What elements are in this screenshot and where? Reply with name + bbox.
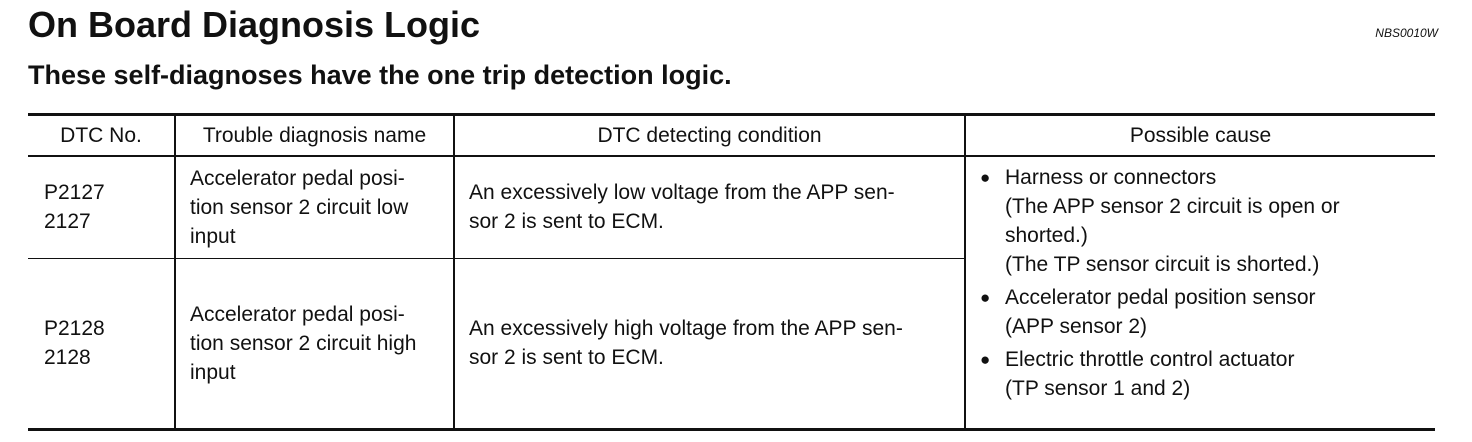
diagnosis-name-line: tion sensor 2 circuit high — [190, 331, 417, 355]
cause-line: Harness or connectors — [1005, 166, 1217, 189]
cause-item: ● Harness or connectors (The APP sensor … — [980, 163, 1429, 279]
dtc-cell: P2128 2128 — [28, 258, 175, 429]
diagnosis-name-line: Accelerator pedal posi- — [190, 166, 405, 190]
column-header-trouble-diagnosis-name: Trouble diagnosis name — [174, 114, 454, 156]
diagnosis-name-line: Accelerator pedal posi- — [190, 302, 405, 326]
condition-line: sor 2 is sent to ECM. — [469, 346, 664, 369]
page-subtitle: These self-diagnoses have the one trip d… — [28, 60, 732, 90]
bullet-icon: ● — [980, 288, 991, 307]
dtc-code-alt: 2127 — [44, 210, 91, 234]
dtc-code: P2127 — [44, 181, 105, 205]
diagnosis-name-line: tion sensor 2 circuit low — [190, 195, 409, 219]
table-header-row: DTC No. Trouble diagnosis name DTC detec… — [28, 114, 1435, 156]
dtc-code: P2128 — [44, 317, 105, 340]
cause-line: (APP sensor 2) — [1005, 315, 1148, 338]
cause-line: Accelerator pedal position sensor — [1005, 286, 1316, 309]
cause-line: (TP sensor 1 and 2) — [1005, 377, 1191, 400]
condition-line: An excessively low voltage from the APP … — [469, 181, 895, 205]
bullet-icon: ● — [980, 350, 991, 369]
dtc-cell: P2127 2127 — [28, 156, 175, 258]
table-row: P2127 2127 Accelerator pedal posi- tion … — [28, 156, 1435, 429]
cause-line: shorted.) — [1005, 224, 1088, 247]
diagnosis-name-line: input — [190, 360, 236, 384]
cause-line: Electric throttle control actuator — [1005, 348, 1295, 371]
detecting-condition-cell: An excessively high voltage from the APP… — [453, 258, 965, 429]
condition-line: sor 2 is sent to ECM. — [469, 210, 664, 234]
diagnosis-name-cell: Accelerator pedal posi- tion sensor 2 ci… — [174, 156, 454, 258]
condition-line: An excessively high voltage from the APP… — [469, 317, 903, 340]
dtc-code-alt: 2128 — [44, 346, 91, 369]
possible-cause-cell: ● Harness or connectors (The APP sensor … — [964, 156, 1435, 429]
diagnosis-name-cell: Accelerator pedal posi- tion sensor 2 ci… — [174, 258, 454, 429]
bullet-icon: ● — [980, 168, 991, 187]
column-header-dtc-detecting-condition: DTC detecting condition — [453, 114, 965, 156]
column-header-possible-cause: Possible cause — [964, 114, 1435, 156]
cause-line: (The TP sensor circuit is shorted.) — [1005, 253, 1320, 276]
page-title: On Board Diagnosis Logic — [28, 4, 481, 45]
table-row: P2128 2128 Accelerator pedal posi- tion … — [28, 258, 1435, 429]
section-code: NBS0010W — [1375, 26, 1438, 40]
cause-item: ● Accelerator pedal position sensor (APP… — [980, 283, 1429, 341]
detecting-condition-cell: An excessively low voltage from the APP … — [453, 156, 965, 258]
dtc-table: DTC No. Trouble diagnosis name DTC detec… — [28, 113, 1435, 431]
cause-item: ● Electric throttle control actuator (TP… — [980, 345, 1429, 403]
column-header-dtc-no: DTC No. — [60, 124, 142, 147]
cause-line: (The APP sensor 2 circuit is open or — [1005, 195, 1340, 218]
diagnosis-name-line: input — [190, 224, 236, 248]
